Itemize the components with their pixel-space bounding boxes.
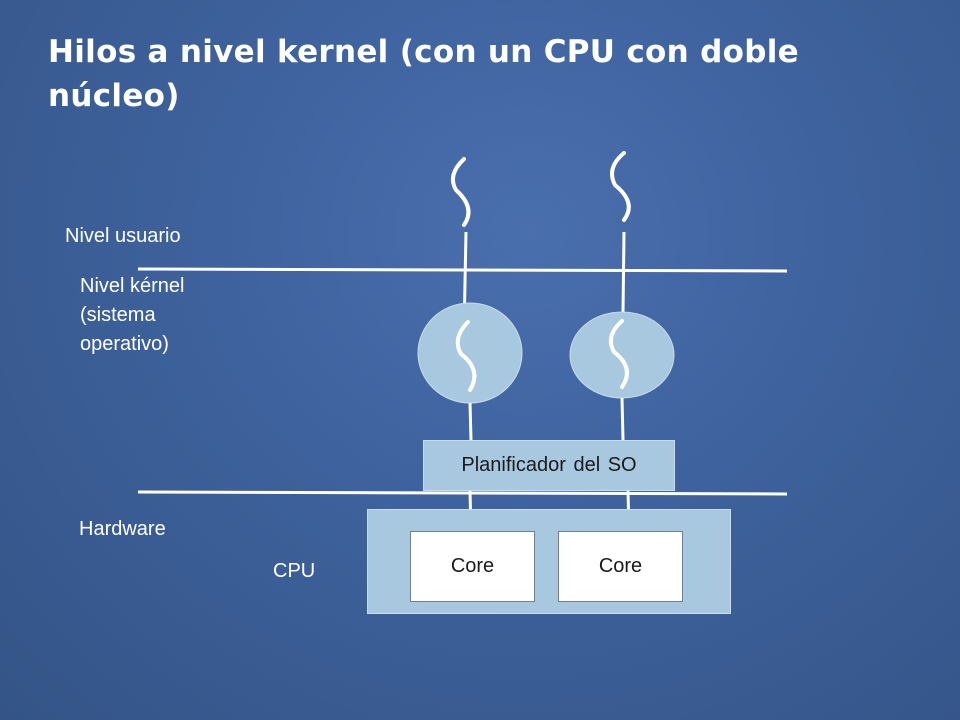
connector-kernel-scheduler-2 <box>620 397 625 441</box>
kernel-thread-1-squiggle-icon <box>455 320 477 392</box>
level-label-hardware: Hardware <box>79 518 166 540</box>
user-thread-2-icon <box>610 151 631 222</box>
connector-user-kernel-2 <box>621 231 626 314</box>
user-thread-1-icon <box>450 157 471 227</box>
level-label-user: Nivel usuario <box>65 225 181 247</box>
cpu-label: CPU <box>273 560 316 582</box>
level-label-kernel-line: Nivel kérnel <box>80 275 185 297</box>
level-label-kernel-line: (sistema <box>80 304 156 326</box>
connector-kernel-scheduler-1 <box>468 402 473 441</box>
user-kernel-separator <box>137 267 788 273</box>
core-box-1: Core <box>410 531 535 602</box>
os-scheduler-box: Planificador del SO <box>423 440 675 491</box>
level-label-kernel-line: operativo) <box>80 333 169 355</box>
slide-title: Hilos a nivel kernel (con un CPU con dob… <box>48 34 799 114</box>
kernel-thread-2-squiggle-icon <box>608 319 629 389</box>
kernel-hardware-separator <box>137 490 788 496</box>
level-label-kernel: Nivel kérnel (sistema operativo) <box>80 272 184 359</box>
core-box-2: Core <box>558 531 683 602</box>
